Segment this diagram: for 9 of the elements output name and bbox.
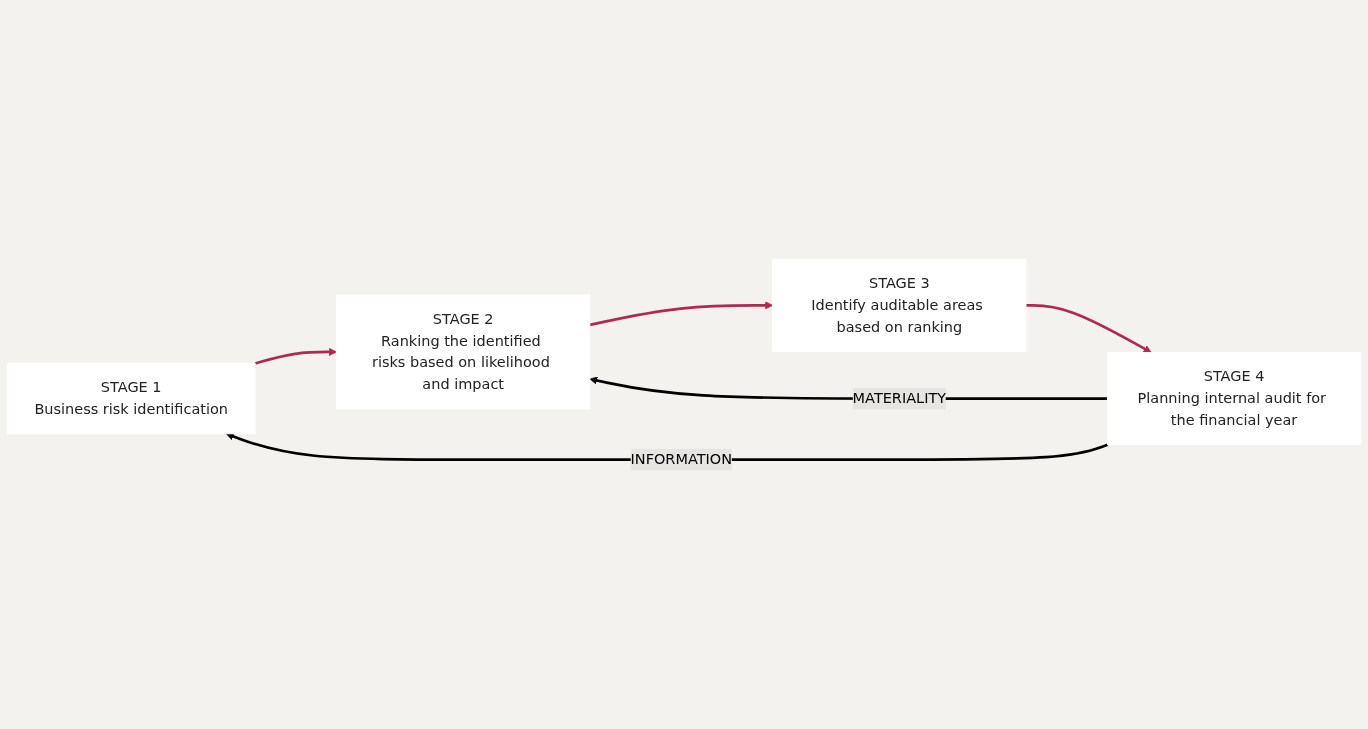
arrow bbox=[589, 301, 774, 326]
node-box: STAGE 1 Business risk identification bbox=[6, 362, 256, 434]
arrow bbox=[254, 347, 337, 365]
node-box: STAGE 4 Planning internal audit for the financial year bbox=[1107, 351, 1362, 445]
arrow bbox=[1026, 303, 1152, 353]
edge-label: MATERIALITY bbox=[852, 389, 947, 407]
node-box: STAGE 3 Identify auditable areas based on ranking bbox=[772, 258, 1027, 352]
node-box: STAGE 2 Ranking the identified risks based on likelihood and impact bbox=[336, 294, 591, 410]
edge-label: INFORMATION bbox=[630, 450, 733, 468]
